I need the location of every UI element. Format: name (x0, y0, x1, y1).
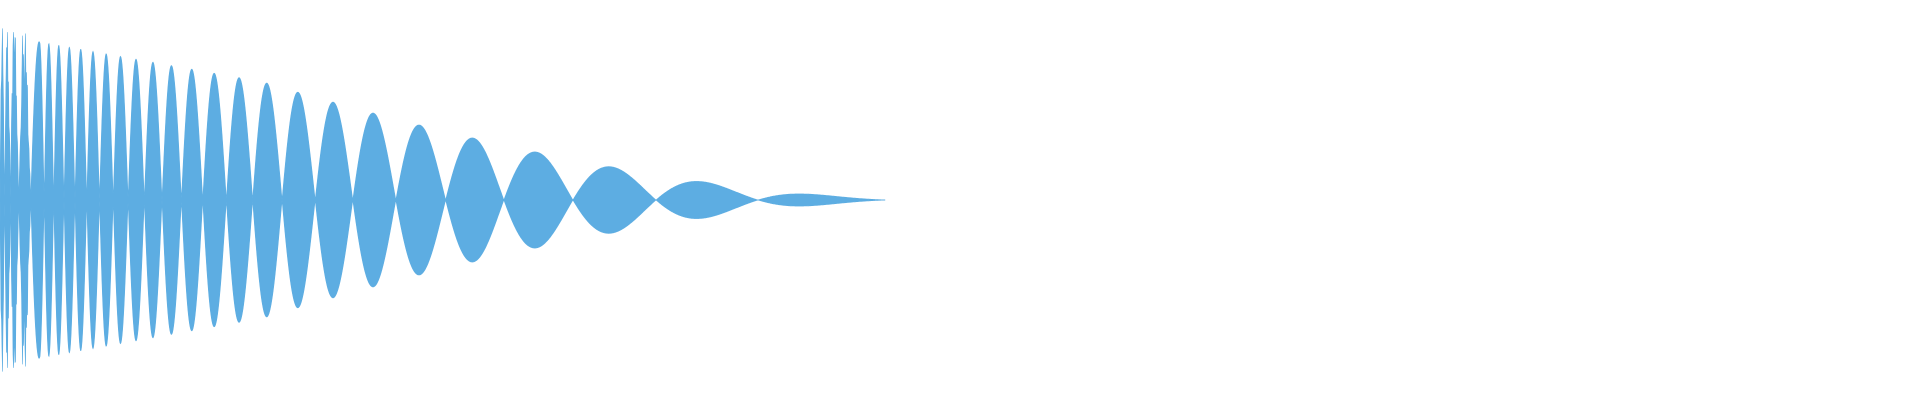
waveform-shape (0, 28, 886, 372)
